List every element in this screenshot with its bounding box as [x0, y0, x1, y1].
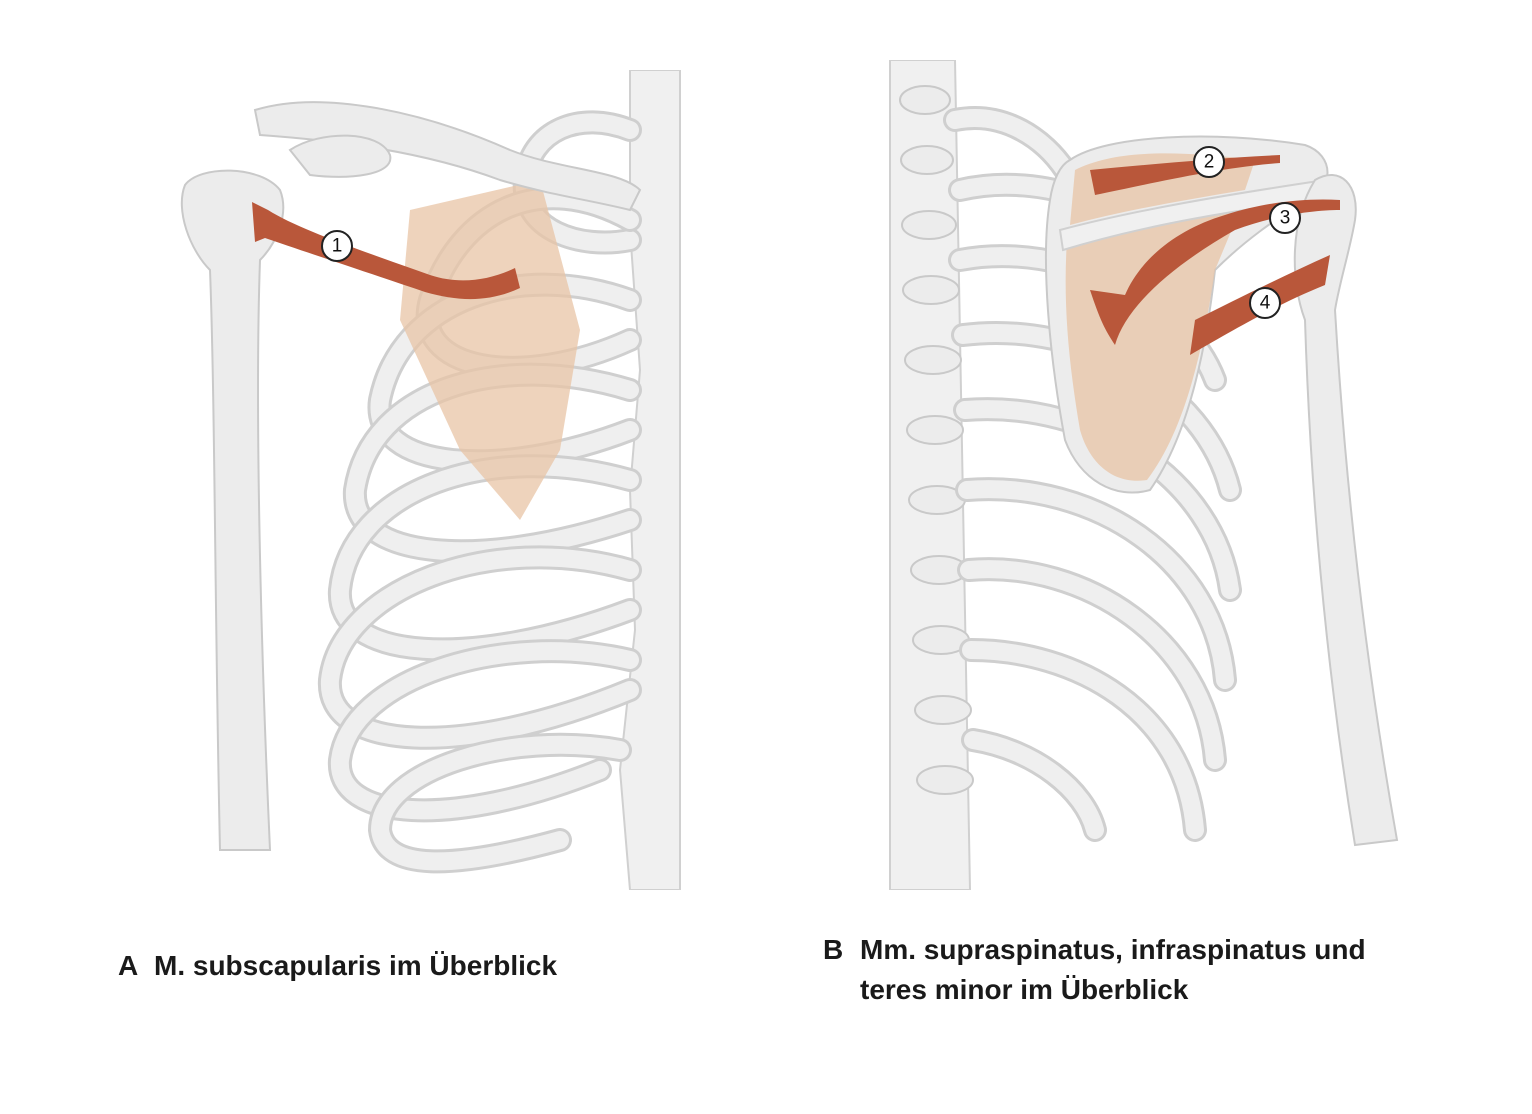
anterior-skeleton-illustration: 1: [180, 70, 681, 890]
svg-text:1: 1: [332, 236, 343, 257]
caption-a-text: M. subscapularis im Überblick: [154, 950, 558, 981]
svg-text:2: 2: [1204, 152, 1215, 173]
posterior-skeleton-illustration: 2 3 4: [889, 60, 1399, 890]
caption-b-line-1: Mm. supraspinatus, infraspinatus und: [860, 934, 1366, 965]
label-2: 2: [1193, 146, 1225, 178]
panel-a-illustration: 1: [160, 70, 685, 890]
caption-a-letter: A: [118, 950, 139, 981]
caption-b-letter: B: [823, 934, 844, 965]
vertebrae: [899, 85, 974, 795]
caption-b: B Mm. supraspinatus, infraspinatus und t…: [823, 930, 1443, 1010]
humerus: [180, 169, 285, 851]
label-1: 1: [321, 230, 353, 262]
svg-text:3: 3: [1280, 208, 1291, 229]
caption-b-line-2: teres minor im Überblick: [860, 974, 1189, 1005]
label-3: 3: [1269, 202, 1301, 234]
infraspinatus-muscle: [1090, 199, 1340, 345]
panel-b-illustration: 2 3 4: [885, 60, 1405, 890]
label-4: 4: [1249, 287, 1281, 319]
supraspinatus-muscle: [1090, 155, 1280, 195]
humerus: [1293, 174, 1399, 847]
clavicle: [253, 101, 642, 212]
infraspinous-fossa: [1065, 210, 1240, 481]
subscapularis-muscle: [252, 202, 520, 300]
subscapular-fossa: [400, 180, 580, 520]
coracoid-process: [288, 134, 392, 178]
svg-text:4: 4: [1260, 293, 1271, 314]
caption-a: A M. subscapularis im Überblick: [118, 946, 638, 986]
vertebral-column: [889, 60, 972, 890]
